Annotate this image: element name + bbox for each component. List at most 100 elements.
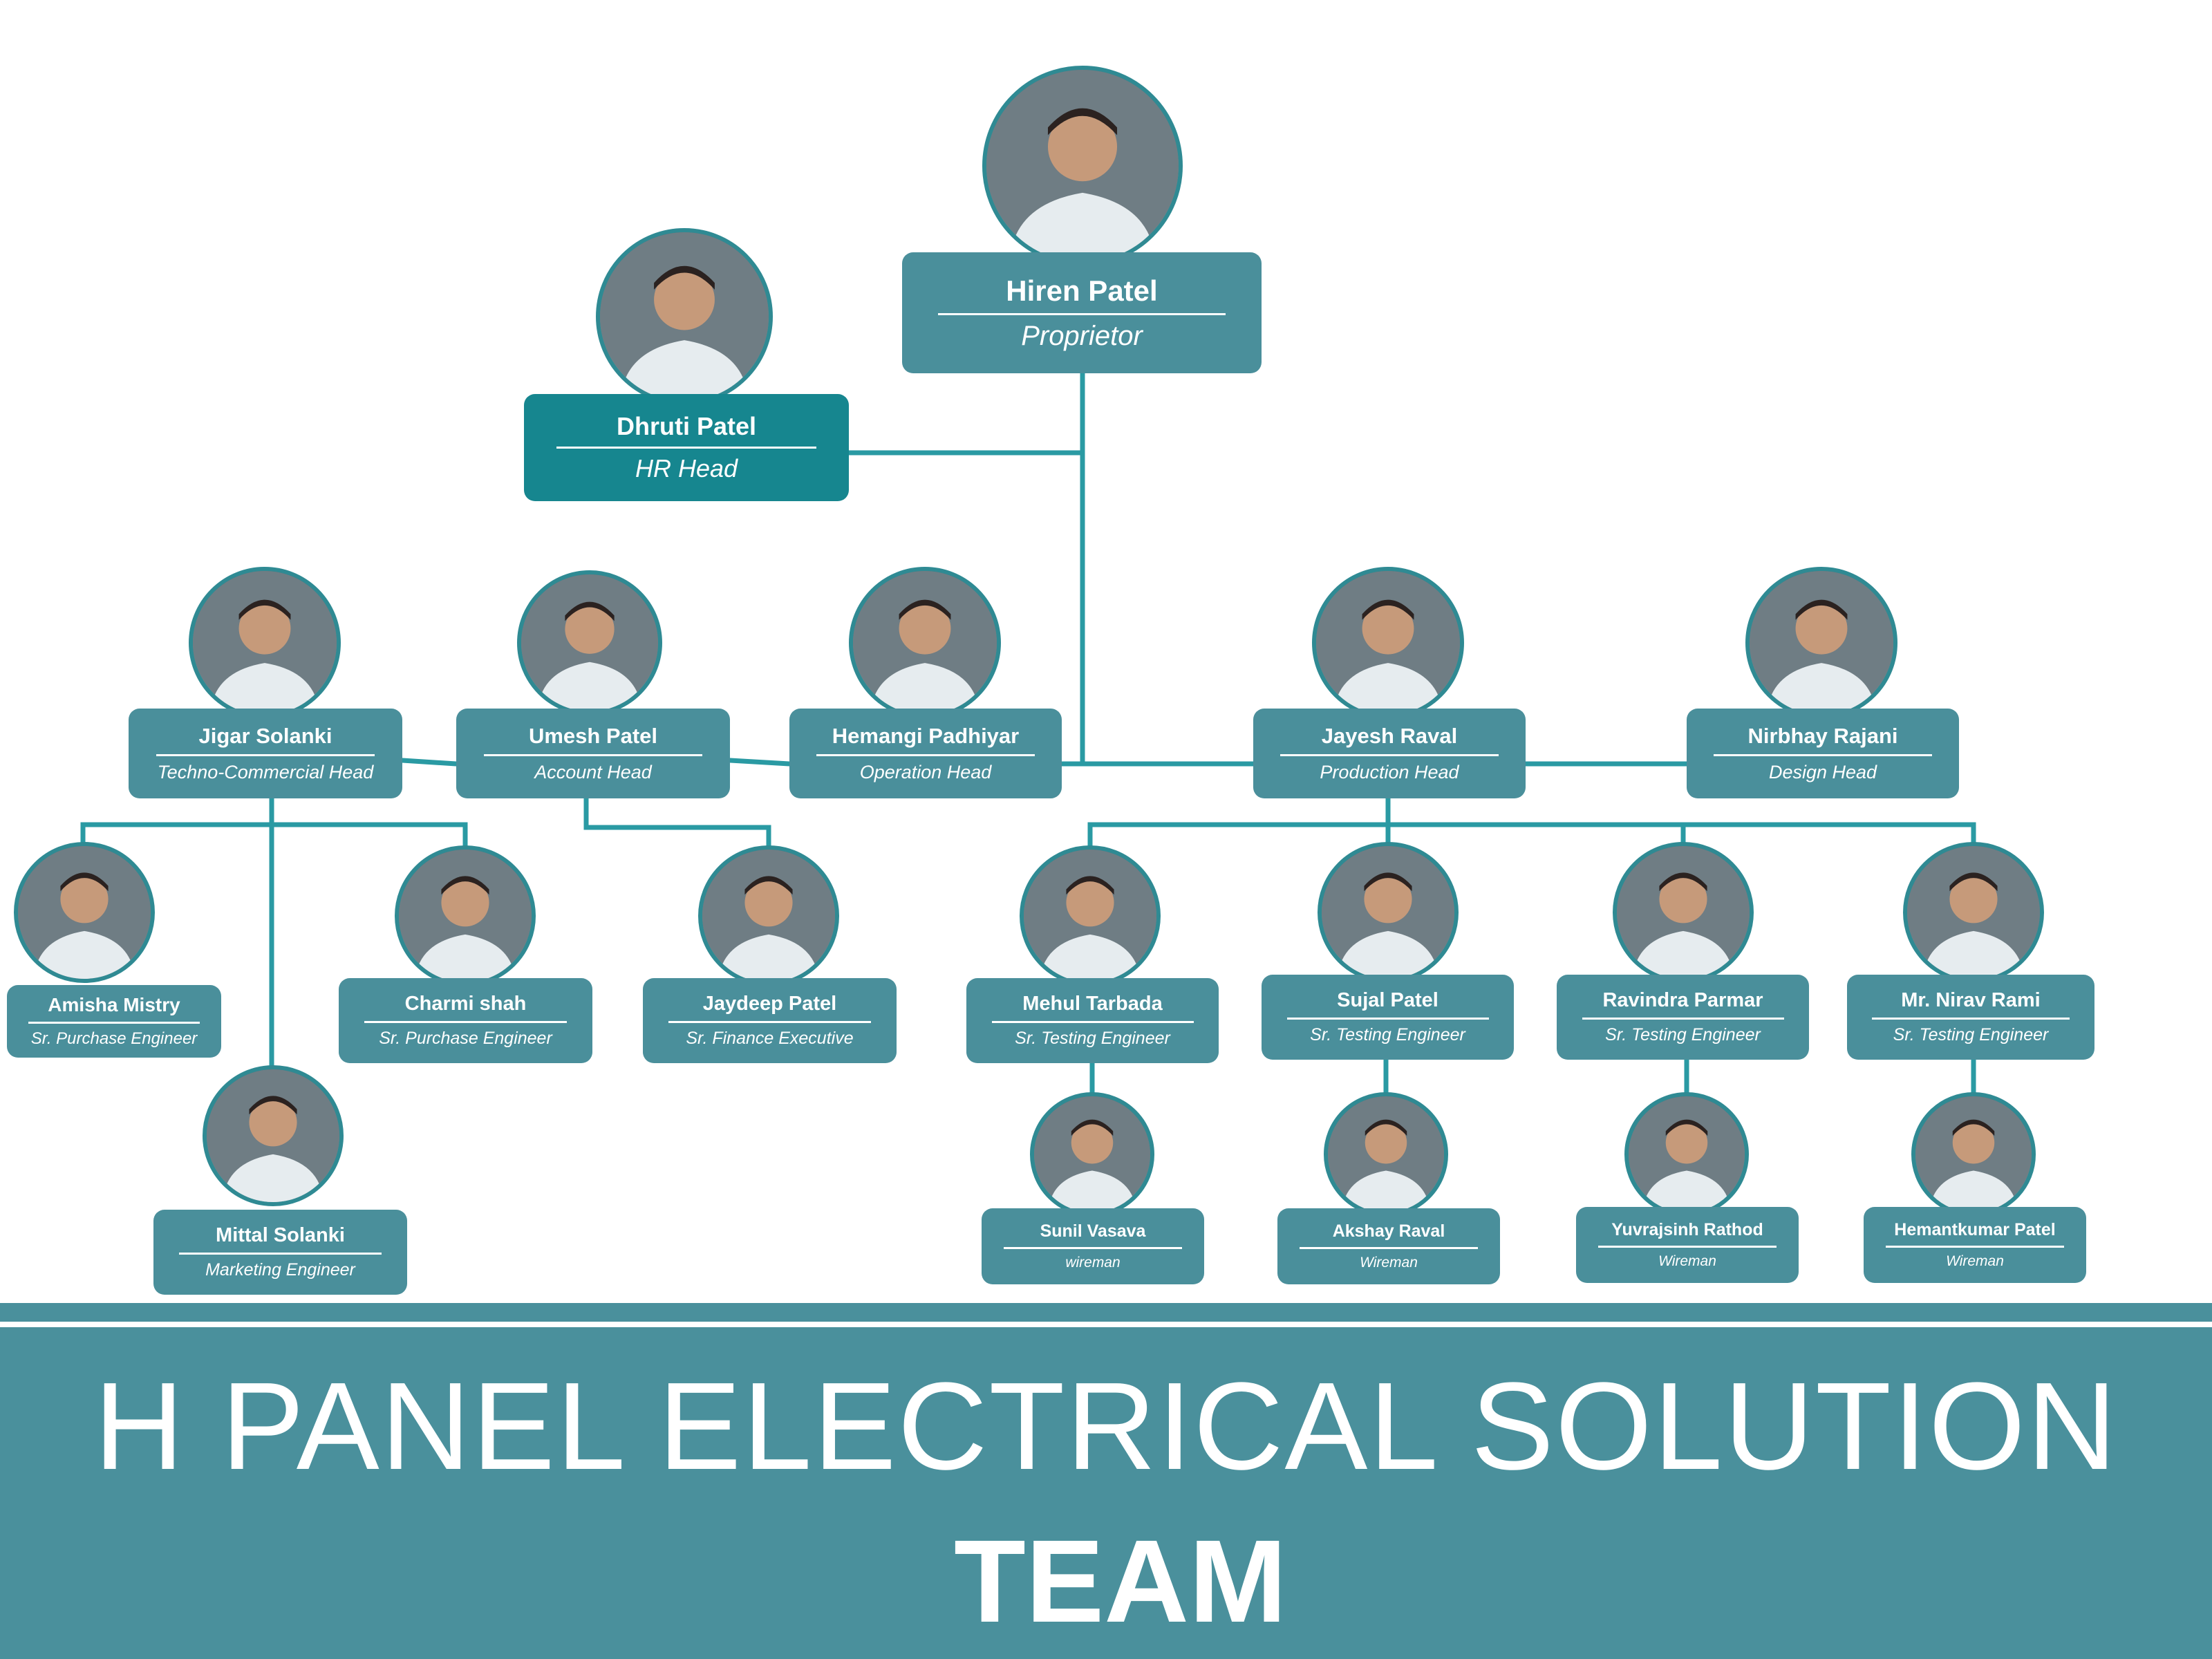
- avatar-charmi: [395, 845, 536, 986]
- person-name: Jayesh Raval: [1321, 724, 1458, 748]
- person-icon: [193, 571, 337, 715]
- person-role: Production Head: [1320, 762, 1459, 782]
- person-icon: [1629, 1096, 1745, 1212]
- card-divider: [1286, 1018, 1489, 1020]
- card-divider: [364, 1021, 568, 1023]
- person-name: Akshay Raval: [1332, 1221, 1445, 1241]
- person-icon: [986, 70, 1179, 262]
- person-icon: [521, 574, 658, 711]
- card-divider: [668, 1021, 872, 1023]
- person-role: Wireman: [1360, 1255, 1418, 1271]
- person-icon: [1750, 571, 1893, 715]
- person-role: Sr. Testing Engineer: [1893, 1025, 2049, 1044]
- card-divider: [991, 1021, 1194, 1023]
- card-divider: [178, 1253, 382, 1255]
- person-name: Mehul Tarbada: [1022, 993, 1163, 1015]
- person-role: Sr. Finance Executive: [686, 1029, 854, 1048]
- person-icon: [1617, 846, 1750, 979]
- avatar-mittal: [203, 1065, 344, 1206]
- person-name: Mittal Solanki: [216, 1224, 345, 1246]
- person-name: Jigar Solanki: [198, 724, 332, 748]
- person-role: Marketing Engineer: [205, 1260, 355, 1280]
- person-name: Hemantkumar Patel: [1894, 1220, 2056, 1239]
- card-divider: [1598, 1246, 1777, 1248]
- person-icon: [1915, 1096, 2032, 1212]
- person-icon: [1322, 846, 1454, 979]
- person-card-sunil: Sunil Vasava wireman: [982, 1208, 1204, 1284]
- team-heading: TEAM: [954, 1516, 1287, 1647]
- avatar-hemant: [1911, 1092, 2036, 1217]
- avatar-nirbhay: [1745, 567, 1897, 719]
- person-icon: [1328, 1096, 1444, 1212]
- avatar-nirav: [1903, 842, 2044, 983]
- person-role: Sr. Purchase Engineer: [30, 1029, 198, 1048]
- person-name: Hemangi Padhiyar: [832, 724, 1020, 748]
- person-role: Sr. Testing Engineer: [1310, 1025, 1465, 1044]
- person-role: Wireman: [1658, 1253, 1716, 1269]
- person-icon: [1907, 846, 2040, 979]
- avatar-jayesh: [1312, 567, 1464, 719]
- avatar-sunil: [1030, 1092, 1154, 1217]
- person-name: Dhruti Patel: [616, 412, 757, 440]
- card-divider: [28, 1022, 200, 1024]
- person-role: Proprietor: [1021, 320, 1143, 351]
- avatar-hemangi: [849, 567, 1001, 719]
- card-divider: [1871, 1018, 2070, 1020]
- card-divider: [1004, 1247, 1182, 1249]
- avatar-jigar: [189, 567, 341, 719]
- person-icon: [853, 571, 997, 715]
- footer-band: [0, 1303, 2212, 1659]
- person-icon: [207, 1069, 339, 1202]
- avatar-ravindra: [1613, 842, 1754, 983]
- card-divider: [156, 754, 375, 756]
- person-name: Charmi shah: [404, 993, 527, 1015]
- person-role: Sr. Testing Engineer: [1605, 1025, 1761, 1044]
- card-divider: [938, 312, 1226, 315]
- avatar-amisha: [14, 842, 155, 983]
- person-name: Mr. Nirav Rami: [1901, 989, 2041, 1011]
- avatar-umesh: [517, 570, 662, 715]
- person-name: Jaydeep Patel: [702, 993, 837, 1015]
- connector-line: [400, 758, 459, 767]
- person-icon: [18, 846, 151, 979]
- company-name: H PANEL ELECTRICAL SOLUTION: [93, 1357, 2119, 1496]
- person-name: Yuvrajsinh Rathod: [1611, 1220, 1763, 1239]
- avatar-mehul: [1020, 845, 1161, 986]
- person-role: wireman: [1065, 1255, 1121, 1271]
- footer-stripe: [0, 1322, 2212, 1327]
- person-name: Nirbhay Rajani: [1747, 724, 1898, 748]
- avatar-dhruti: [596, 228, 773, 405]
- avatar-akshay: [1324, 1092, 1448, 1217]
- person-icon: [702, 850, 835, 982]
- person-role: Sr. Testing Engineer: [1015, 1029, 1170, 1048]
- person-role: Wireman: [1946, 1253, 2004, 1269]
- person-icon: [1034, 1096, 1150, 1212]
- card-divider: [1280, 754, 1499, 756]
- person-icon: [600, 232, 769, 401]
- person-role: Operation Head: [859, 762, 992, 782]
- card-divider: [1300, 1247, 1478, 1249]
- person-role: Sr. Purchase Engineer: [379, 1029, 552, 1048]
- card-divider: [1714, 754, 1932, 756]
- person-role: Design Head: [1768, 762, 1877, 782]
- person-icon: [1024, 850, 1156, 982]
- person-icon: [1316, 571, 1460, 715]
- person-name: Sunil Vasava: [1040, 1221, 1146, 1241]
- card-divider: [816, 754, 1035, 756]
- card-divider: [483, 754, 703, 756]
- person-name: Sujal Patel: [1337, 989, 1438, 1011]
- connector-line: [727, 758, 792, 767]
